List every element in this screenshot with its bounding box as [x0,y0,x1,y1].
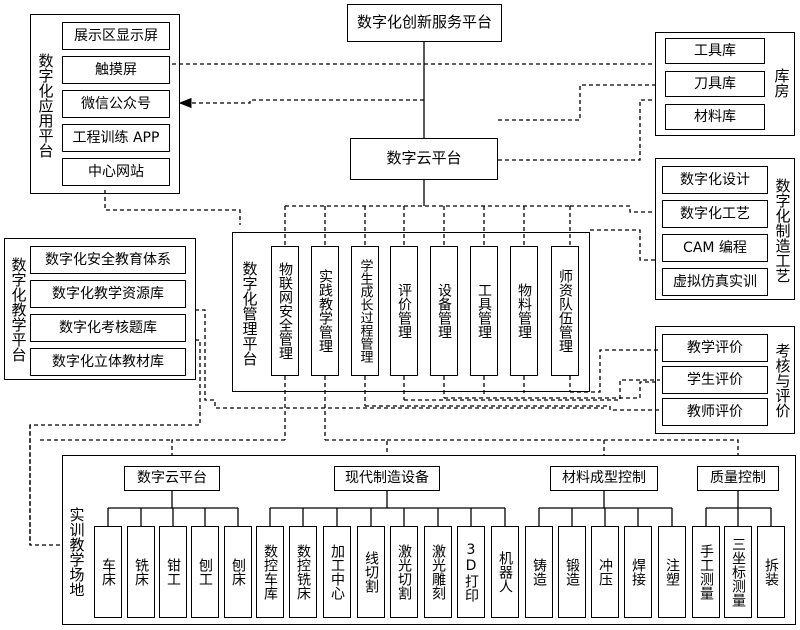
warehouse-label: 库房 [772,68,791,98]
cloud-platform-box: 数字云平台 [350,138,498,180]
warehouse-item-materials: 材料库 [665,104,765,130]
teaching-item-safety: 数字化安全教育体系 [30,246,186,274]
manufacturing-item-process: 数字化工艺 [662,200,768,228]
equipment-milling: 铣床 [127,526,155,618]
top-platform-label: 数字化创新服务平台 [356,13,492,32]
evaluation-item-teacher: 教师评价 [662,398,768,426]
mgmt-item-student-growth: 学生成长过程管理 [351,246,379,376]
evaluation-item-student: 学生评价 [662,366,768,394]
equipment-cmm: 三坐标测量 [724,526,752,618]
equipment-machining-center: 加工中心 [323,526,351,618]
equipment-planer-work: 刨工 [191,526,219,618]
app-item-app: 工程训练 APP [62,124,170,152]
equipment-assembly: 拆装 [757,526,785,618]
equipment-injection-molding: 注塑 [658,526,686,618]
top-platform-box: 数字化创新服务平台 [347,4,502,42]
teaching-platform-group [4,238,196,380]
equipment-cnc-milling: 数控铣床 [289,526,317,618]
mgmt-item-evaluation: 评价管理 [390,246,418,376]
equipment-3d-printing: 3D打印 [457,526,485,618]
warehouse-item-tools: 工具库 [665,38,765,64]
equipment-casting: 铸造 [525,526,553,618]
evaluation-label: 考核与评价 [773,342,792,418]
mgmt-item-faculty: 师资队伍管理 [551,246,579,376]
manufacturing-group [655,158,795,300]
app-item-wechat: 微信公众号 [62,90,170,118]
app-item-touch-screen: 触摸屏 [62,56,170,84]
equipment-planer: 刨床 [224,526,252,618]
mgmt-item-materials: 物料管理 [510,246,538,376]
manufacturing-item-virtual: 虚拟仿真实训 [662,268,768,296]
management-label: 数字化管理平台 [240,260,259,366]
app-item-website: 中心网站 [62,158,170,186]
training-site-label: 实训教学场地 [67,507,86,597]
mgmt-item-iot-safety: 物联网安全管理 [271,246,299,376]
app-platform-label: 数字化应用平台 [36,52,55,158]
warehouse-item-cutters: 刀具库 [665,71,765,97]
manufacturing-item-design: 数字化设计 [662,166,768,194]
equipment-manual-measuring: 手工测量 [692,526,720,618]
equipment-lathe: 车床 [94,526,122,618]
equipment-robot: 机器人 [491,526,519,618]
warehouse-group [655,32,795,136]
equipment-laser-cutting: 激光切割 [390,526,418,618]
evaluation-group [655,326,795,434]
equipment-laser-engraving: 激光雕刻 [424,526,452,618]
training-category-material-forming: 材料成型控制 [550,466,658,491]
equipment-fitter: 钳工 [159,526,187,618]
equipment-forging: 锻造 [558,526,586,618]
app-platform-group [30,14,180,194]
teaching-platform-label: 数字化教学平台 [9,256,28,362]
mgmt-item-practice-teaching: 实践教学管理 [311,246,339,376]
equipment-cnc-lathe: 数控车库 [256,526,284,618]
manufacturing-label: 数字化制造工艺 [773,177,792,283]
teaching-item-textbooks: 数字化立体教材库 [30,348,186,376]
mgmt-item-tools: 工具管理 [470,246,498,376]
evaluation-item-teaching: 教学评价 [662,334,768,362]
cloud-platform-label: 数字云平台 [386,149,462,168]
mgmt-item-equipment: 设备管理 [430,246,458,376]
equipment-wire-cutting: 线切割 [357,526,385,618]
training-category-quality: 质量控制 [697,466,779,491]
equipment-stamping: 冲压 [591,526,619,618]
training-site-group [62,455,796,625]
training-category-cloud: 数字云平台 [124,466,220,491]
equipment-welding: 焊接 [624,526,652,618]
app-item-display-screen: 展示区显示屏 [62,22,170,50]
teaching-item-exam-bank: 数字化考核题库 [30,314,186,342]
teaching-item-resources: 数字化教学资源库 [30,280,186,308]
management-group [232,232,590,392]
training-category-modern-equipment: 现代制造设备 [334,466,440,491]
manufacturing-item-cam: CAM 编程 [662,234,768,262]
